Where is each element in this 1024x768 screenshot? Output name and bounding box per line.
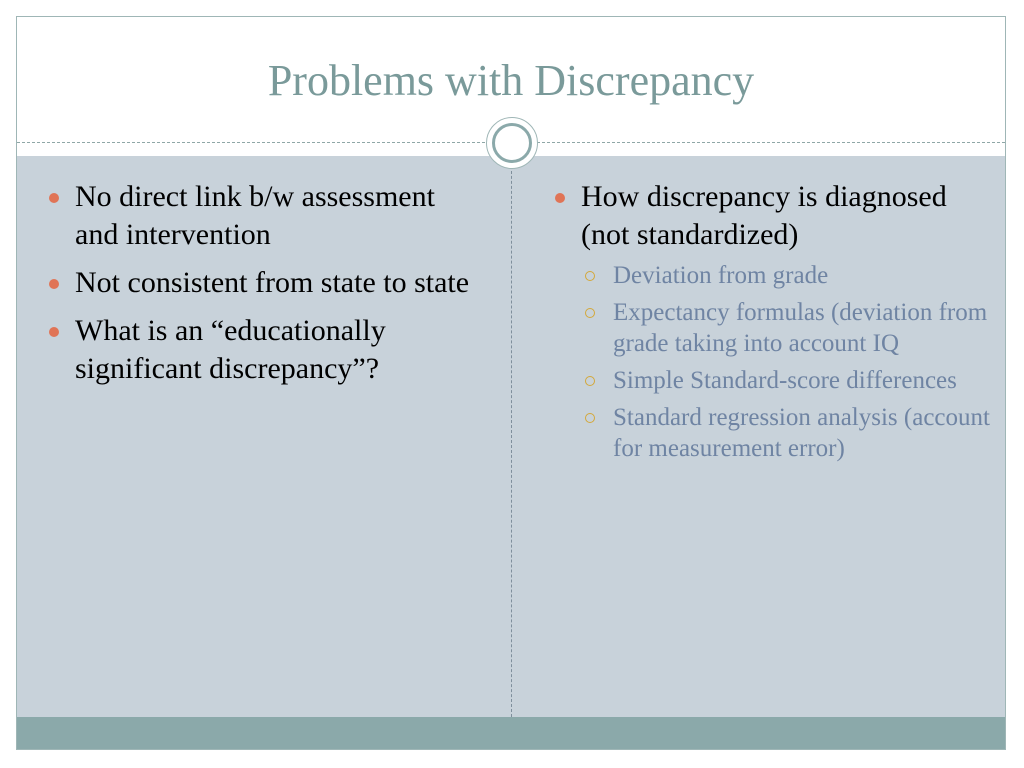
footer-band: [17, 717, 1005, 749]
sub-bullet-text: Simple Standard-score differences: [613, 367, 957, 394]
right-column: How discrepancy is diagnosed (not standa…: [551, 178, 996, 474]
sub-bullet-text: Standard regression analysis (account fo…: [613, 404, 990, 462]
sub-bullet-list: Deviation from grade Expectancy formulas…: [581, 260, 996, 464]
sub-bullet-icon: [585, 271, 595, 281]
sub-bullet-text: Deviation from grade: [613, 262, 829, 289]
sub-bullet-icon: [585, 413, 595, 423]
list-item: No direct link b/w assessment and interv…: [45, 178, 485, 254]
bullet-icon: [555, 193, 565, 203]
bullet-text: Not consistent from state to state: [75, 266, 470, 299]
left-bullet-list: No direct link b/w assessment and interv…: [45, 178, 485, 388]
left-column: No direct link b/w assessment and interv…: [45, 178, 485, 398]
bullet-icon: [49, 279, 59, 289]
bullet-text: What is an “educationally significant di…: [75, 314, 386, 385]
column-divider: [511, 156, 512, 717]
sub-bullet-icon: [585, 308, 595, 318]
sub-list-item: Standard regression analysis (account fo…: [581, 402, 996, 464]
slide: Problems with Discrepancy No direct link…: [16, 16, 1006, 750]
bullet-text: No direct link b/w assessment and interv…: [75, 180, 435, 251]
sub-bullet-text: Expectancy formulas (deviation from grad…: [613, 299, 988, 357]
sub-list-item: Simple Standard-score differences: [581, 365, 996, 396]
bullet-icon: [49, 327, 59, 337]
right-bullet-list: How discrepancy is diagnosed (not standa…: [551, 178, 996, 464]
bullet-icon: [49, 193, 59, 203]
content-area: No direct link b/w assessment and interv…: [17, 156, 1005, 717]
ring-inner: [492, 123, 532, 163]
list-item: How discrepancy is diagnosed (not standa…: [551, 178, 996, 464]
list-item: What is an “educationally significant di…: [45, 312, 485, 388]
bullet-text: How discrepancy is diagnosed (not standa…: [581, 180, 947, 251]
sub-list-item: Expectancy formulas (deviation from grad…: [581, 297, 996, 359]
sub-bullet-icon: [585, 376, 595, 386]
sub-list-item: Deviation from grade: [581, 260, 996, 291]
slide-title: Problems with Discrepancy: [267, 56, 755, 105]
ring-ornament-icon: [486, 117, 538, 169]
list-item: Not consistent from state to state: [45, 264, 485, 302]
